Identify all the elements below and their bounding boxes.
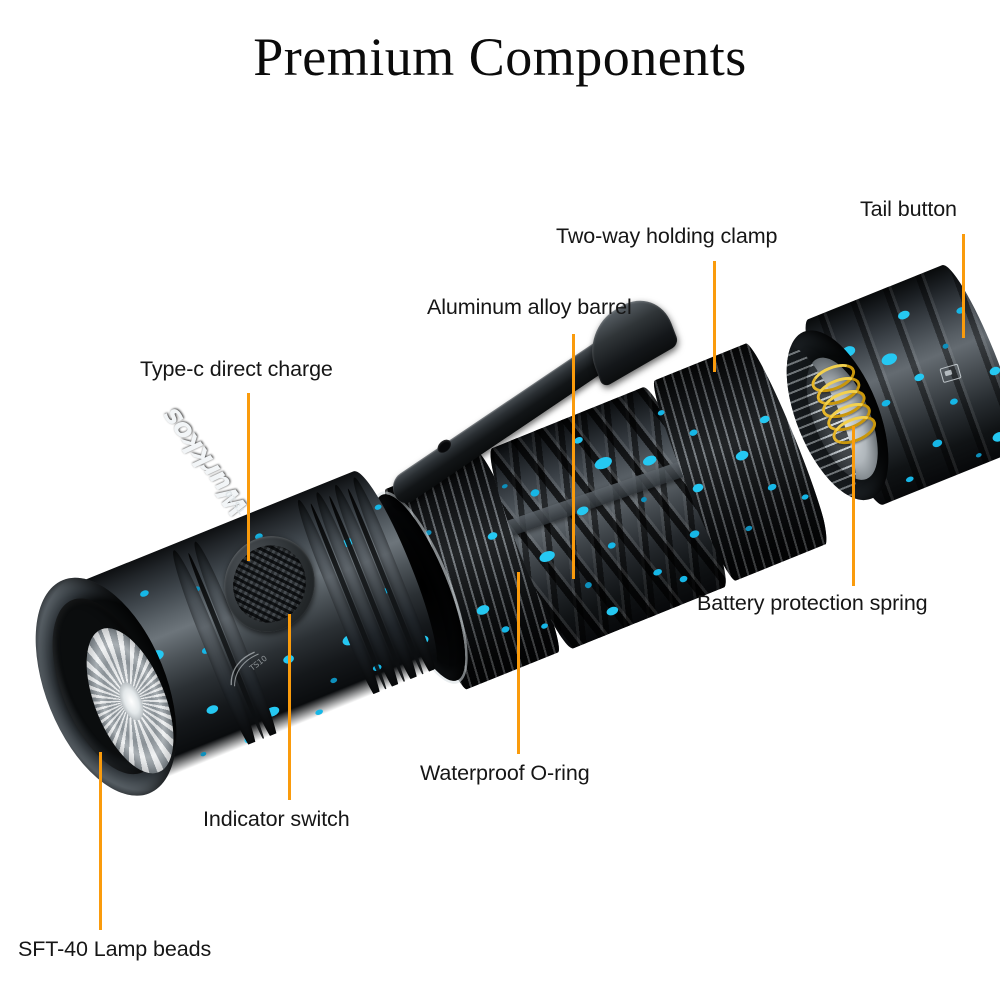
callout-leader-tail-button bbox=[962, 234, 965, 338]
svg-text:TS10: TS10 bbox=[247, 654, 269, 674]
callout-leader-indicator-switch bbox=[288, 614, 291, 800]
callout-label-waterproof-o-ring: Waterproof O-ring bbox=[420, 761, 590, 785]
callout-label-type-c-direct-charge: Type-c direct charge bbox=[140, 357, 333, 381]
callout-leader-battery-protection-spring bbox=[852, 426, 855, 586]
callout-label-tail-button: Tail button bbox=[860, 197, 957, 221]
head-body: TS10 bbox=[64, 464, 451, 787]
callout-label-aluminum-alloy-barrel: Aluminum alloy barrel bbox=[427, 295, 632, 319]
flashlight-head: TS10 Wurkkos TS10 bbox=[5, 402, 462, 816]
callout-label-indicator-switch: Indicator switch bbox=[203, 807, 350, 831]
callout-leader-aluminum-alloy-barrel bbox=[572, 334, 575, 579]
callout-leader-type-c-direct-charge bbox=[247, 393, 250, 561]
callout-leader-waterproof-o-ring bbox=[517, 572, 520, 754]
page-title: Premium Components bbox=[253, 27, 747, 87]
callout-label-two-way-holding-clamp: Two-way holding clamp bbox=[556, 224, 778, 248]
callout-leader-two-way-holding-clamp bbox=[713, 261, 716, 372]
callout-label-sft-40-lamp-beads: SFT-40 Lamp beads bbox=[18, 937, 212, 961]
callout-leader-sft-40-lamp-beads bbox=[99, 752, 102, 930]
callout-label-battery-protection-spring: Battery protection spring bbox=[697, 591, 928, 615]
